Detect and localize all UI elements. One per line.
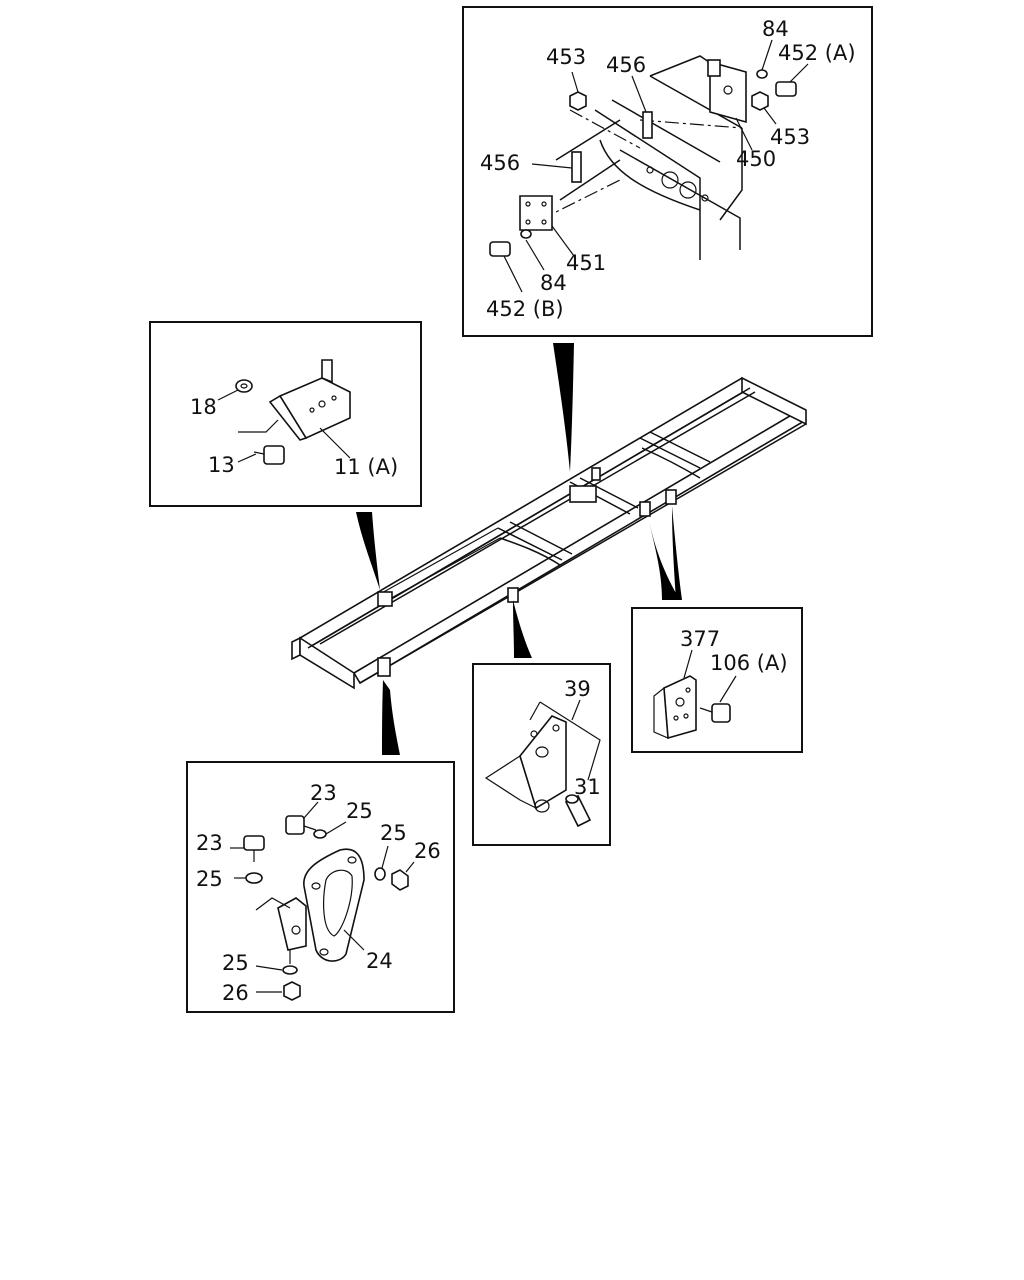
label-452-a: 452 (A) [778,41,856,65]
label-31: 31 [574,775,601,799]
label-25: 25 [222,951,249,975]
label-26: 26 [414,839,441,863]
label-13: 13 [208,453,235,477]
detail-box-top: 453 456 84 452 (A) 453 450 456 451 84 45… [462,6,873,337]
label-25: 25 [380,821,407,845]
label-377: 377 [680,627,720,651]
detail-box-left: 18 13 11 (A) [149,321,422,507]
label-456: 456 [480,151,520,175]
label-23: 23 [196,831,223,855]
label-26: 26 [222,981,249,1005]
label-25: 25 [196,867,223,891]
label-106-a: 106 (A) [710,651,788,675]
label-23: 23 [310,781,337,805]
label-456: 456 [606,53,646,77]
label-18: 18 [190,395,217,419]
detail-box-bottom: 23 25 25 26 23 25 24 25 26 [186,761,455,1013]
label-453: 453 [770,125,810,149]
detail-box-middle: 39 31 [472,663,611,846]
label-39: 39 [564,677,591,701]
chassis-frame [291,376,808,690]
label-84: 84 [540,271,567,295]
label-453: 453 [546,45,586,69]
label-451: 451 [566,251,606,275]
detail-box-right: 377 106 (A) [631,607,803,753]
label-25: 25 [346,799,373,823]
label-84: 84 [762,17,789,41]
label-452-b: 452 (B) [486,297,564,321]
label-11-a: 11 (A) [334,455,398,479]
callout-pointers [356,343,682,755]
label-450: 450 [736,147,776,171]
label-24: 24 [366,949,393,973]
